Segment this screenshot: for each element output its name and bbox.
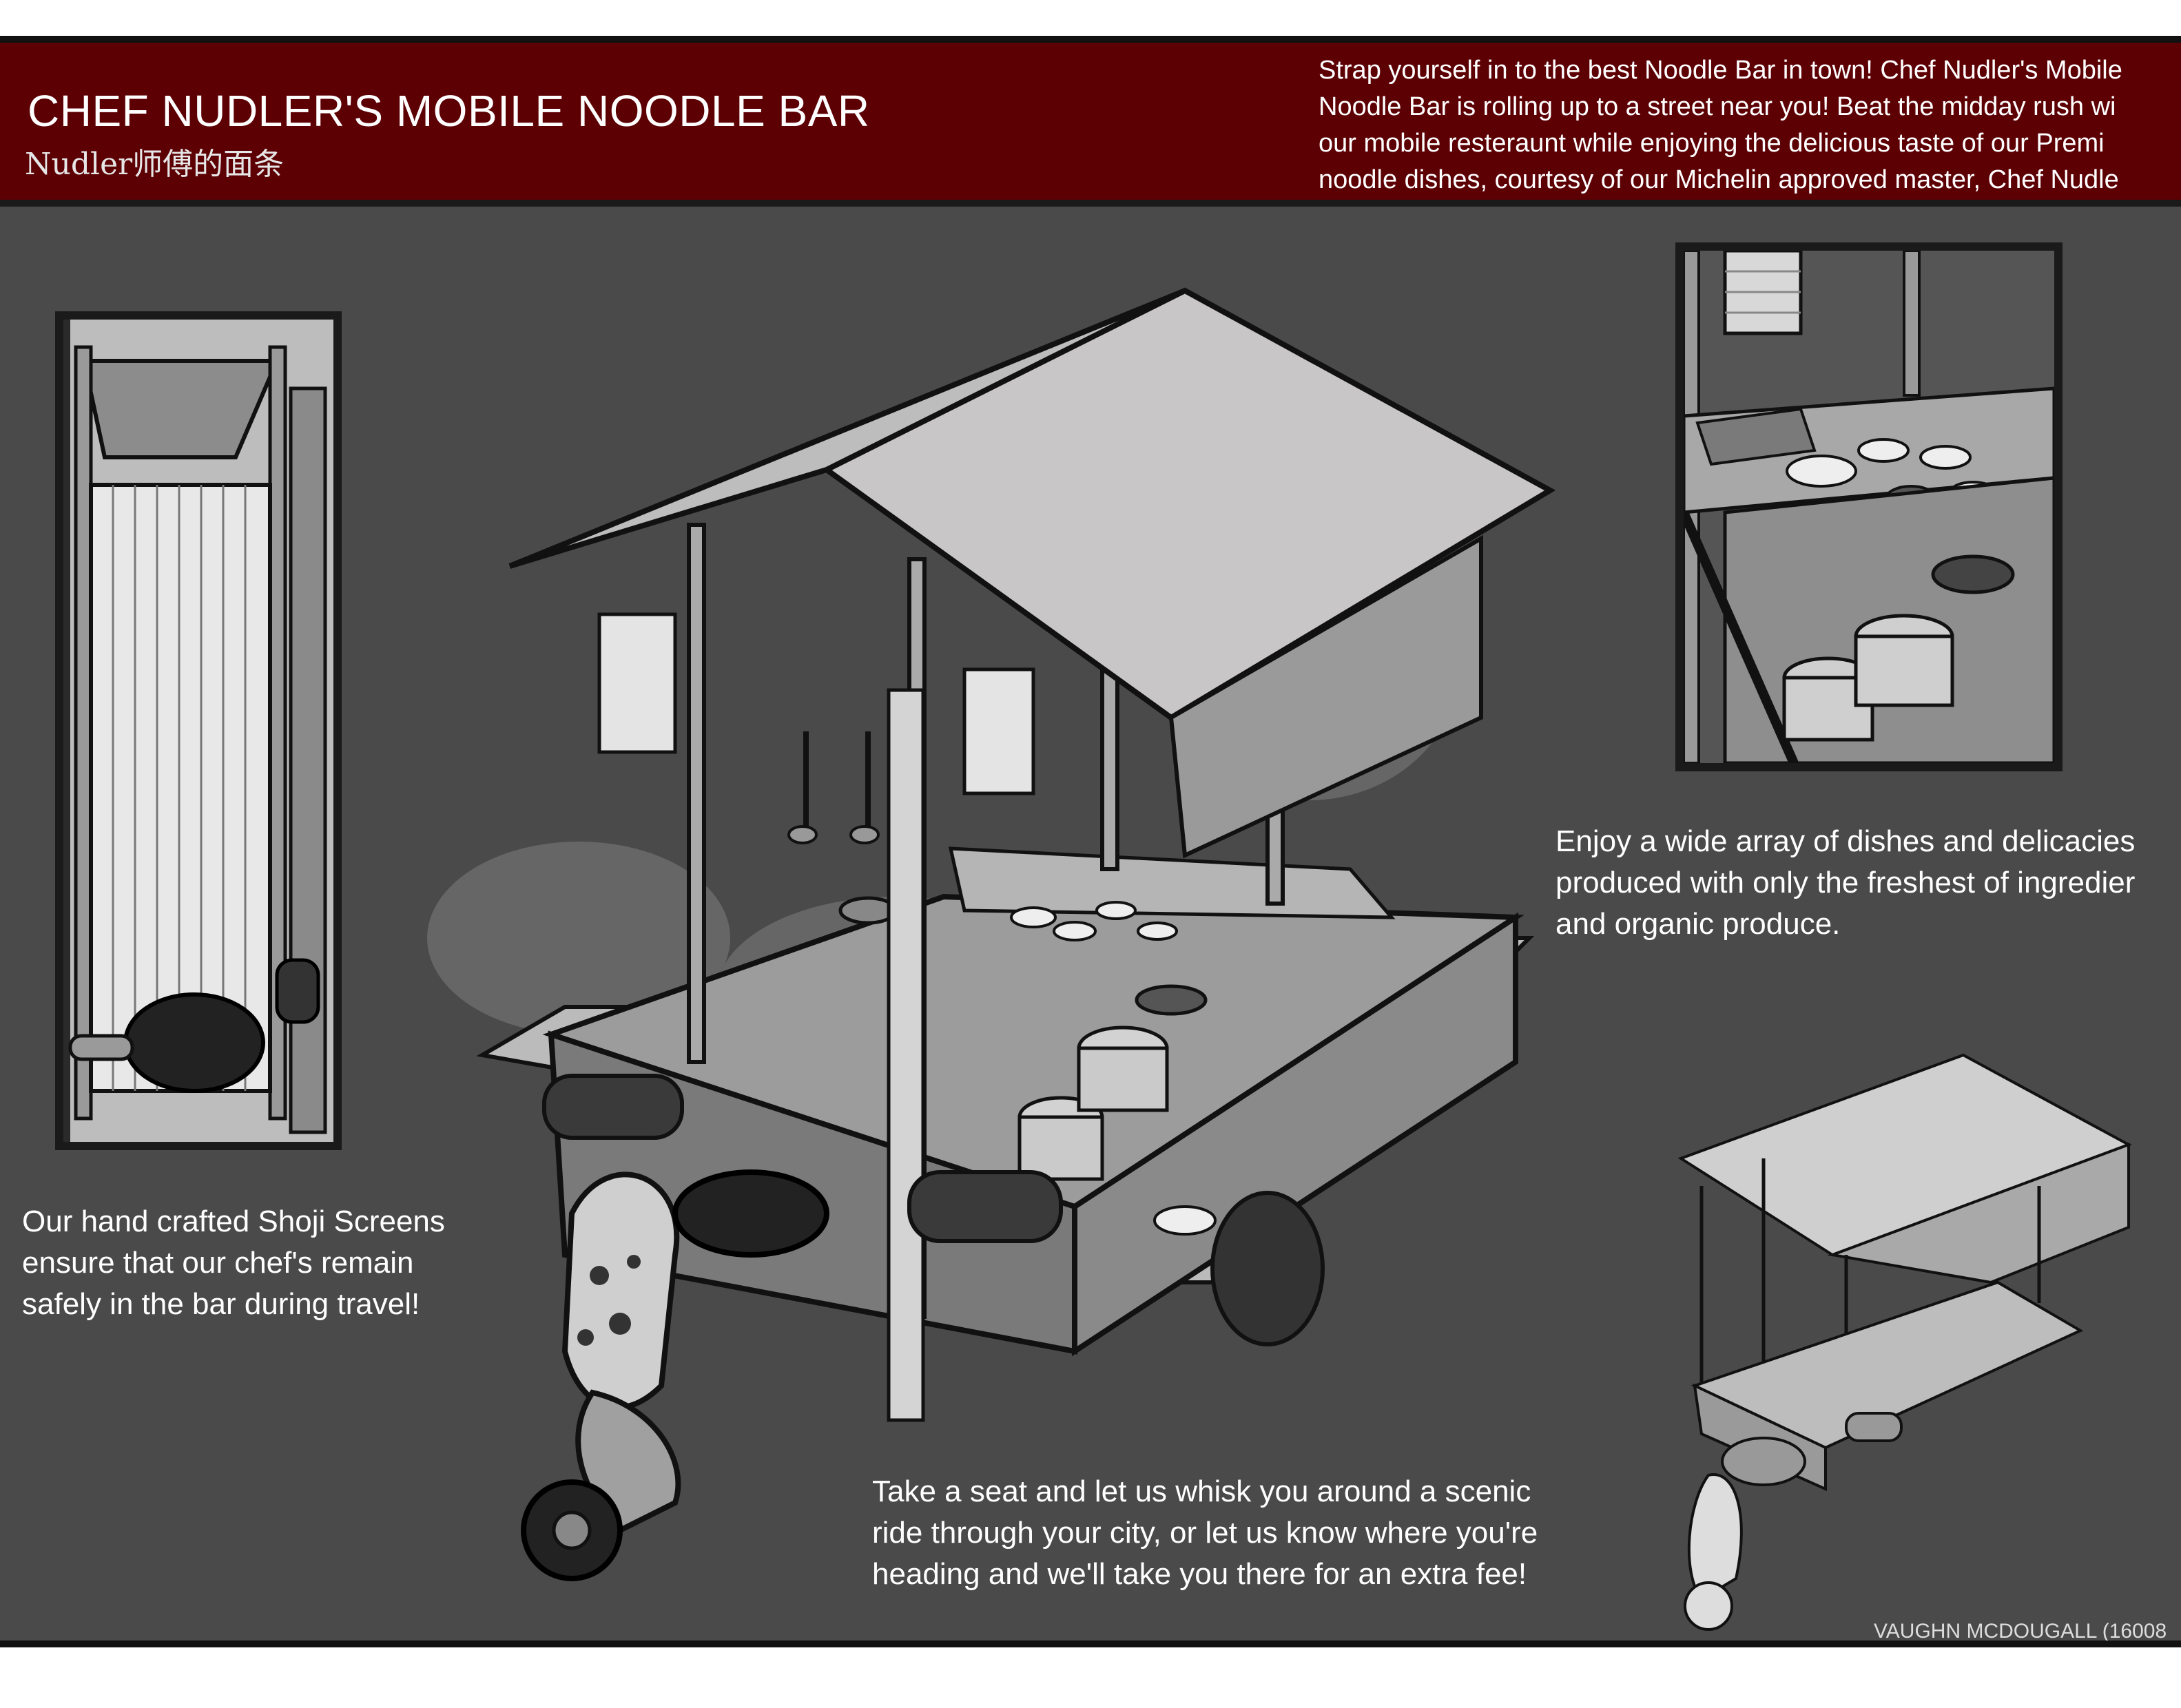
caption-line: Enjoy a wide array of dishes and delicac… [1555, 824, 2136, 858]
dishes-caption: Enjoy a wide array of dishes and delicac… [1555, 821, 2135, 945]
shoji-screens-caption: Our hand crafted Shoji Screens ensure th… [22, 1201, 445, 1325]
caption-line: heading and we'll take you there for an … [872, 1557, 1527, 1591]
ride-caption: Take a seat and let us whisk you around … [872, 1471, 1538, 1595]
header-banner: CHEF NUDLER'S MOBILE NOODLE BAR Nudler师傅… [0, 43, 2181, 207]
poster-subtitle-chinese: Nudler师傅的面条 [25, 147, 285, 182]
overview-cart-thumbnail [1677, 1053, 2132, 1631]
intro-line: noodle dishes, courtesy of our Michelin … [1319, 165, 2119, 194]
caption-line: and organic produce. [1555, 907, 1841, 941]
caption-line: safely in the bar during travel! [22, 1287, 420, 1321]
caption-line: produced with only the freshest of ingre… [1555, 866, 2136, 899]
noodle-cart-main-illustration [427, 287, 2132, 1631]
intro-line: Noodle Bar is rolling up to a street nea… [1319, 92, 2116, 121]
intro-text: Strap yourself in to the best Noodle Bar… [1319, 52, 2181, 198]
poster-title: CHEF NUDLER'S MOBILE NOODLE BAR [28, 86, 870, 136]
shoji-screen-detail-panel [55, 311, 342, 1150]
intro-line: Strap yourself in to the best Noodle Bar… [1319, 56, 2122, 85]
kitchen-illustration [1684, 251, 2054, 763]
caption-line: Our hand crafted Shoji Screens [22, 1205, 445, 1238]
poster-board: CHEF NUDLER'S MOBILE NOODLE BAR Nudler师傅… [0, 36, 2181, 1647]
artist-credit: VAUGHN MCDOUGALL (16008 [1874, 1620, 2167, 1643]
caption-line: Take a seat and let us whisk you around … [872, 1475, 1531, 1508]
caption-line: ride through your city, or let us know w… [872, 1516, 1538, 1550]
caption-line: ensure that our chef's remain [22, 1246, 414, 1280]
intro-line: our mobile resteraunt while enjoying the… [1319, 129, 2105, 158]
shoji-screen-illustration [63, 320, 333, 1142]
kitchen-detail-panel [1675, 242, 2063, 771]
